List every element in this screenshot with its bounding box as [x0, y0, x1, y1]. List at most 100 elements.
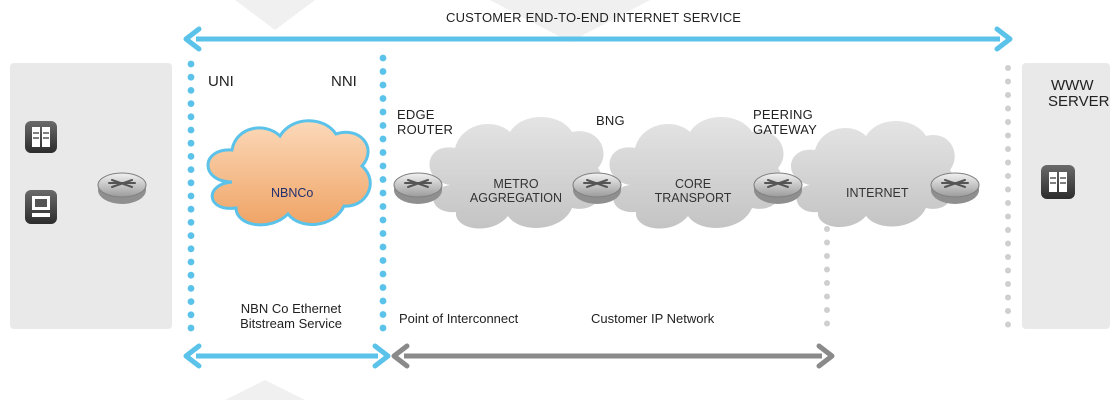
- boundary-dot: [379, 284, 387, 291]
- edge-router-label-line2: ROUTER: [397, 121, 454, 137]
- boundary-dot: [824, 253, 830, 259]
- point-of-interconnect-label: Point of Interconnect: [399, 311, 519, 326]
- edge-router-label: EDGE ROUTER: [397, 107, 454, 138]
- watermark-shape: [225, 380, 305, 400]
- server-boundary-dots: [1005, 65, 1011, 328]
- boundary-dot: [379, 108, 387, 116]
- watermark-shape: [235, 0, 315, 30]
- boundary-dot: [187, 139, 195, 147]
- boundary-dot: [379, 203, 387, 210]
- bitstream-service-label-line2: Bitstream Service: [240, 315, 342, 331]
- customer-router-icon: [97, 172, 147, 204]
- boundary-dot: [187, 60, 195, 68]
- end-to-end-arrow: [183, 26, 1013, 52]
- boundary-dot: [379, 135, 387, 143]
- www-server-label-line1: WWW: [1051, 77, 1094, 94]
- boundary-dot: [187, 271, 195, 279]
- customer-server-icon: [25, 121, 57, 153]
- www-server-label-line2: SERVER: [1048, 92, 1110, 110]
- boundary-dot: [187, 258, 195, 266]
- www-server-label: WWW SERVER: [1048, 78, 1109, 110]
- boundary-dot: [187, 179, 195, 187]
- boundary-dot: [187, 192, 195, 200]
- boundary-dot: [824, 226, 830, 232]
- boundary-dot: [379, 189, 387, 197]
- boundary-dot: [379, 54, 387, 62]
- boundary-dot: [1005, 281, 1011, 287]
- boundary-dot: [1005, 240, 1011, 247]
- boundary-dot: [187, 113, 195, 121]
- nni-boundary-dots: [379, 54, 387, 332]
- boundary-dot: [824, 307, 830, 313]
- core-transport-cloud: [609, 117, 784, 229]
- edge-router-label-line1: EDGE: [397, 107, 435, 122]
- boundary-dot: [824, 280, 830, 286]
- boundary-dot: [379, 149, 387, 156]
- boundary-dot: [379, 270, 387, 278]
- boundary-dot: [1005, 186, 1011, 193]
- boundary-dot: [187, 232, 195, 240]
- boundary-dot: [1005, 254, 1011, 260]
- edge-router-icon: [393, 172, 443, 204]
- peering-gateway-label-line1: PEERING: [753, 107, 813, 122]
- bng-label: BNG: [596, 113, 625, 128]
- boundary-dot: [379, 216, 387, 224]
- boundary-dot: [187, 73, 195, 81]
- boundary-dot: [187, 100, 195, 107]
- boundary-dot: [187, 166, 195, 174]
- boundary-dot: [1005, 105, 1011, 112]
- core-transport-label: CORE TRANSPORT: [648, 177, 738, 206]
- boundary-dot: [379, 257, 387, 264]
- boundary-dot: [1005, 200, 1011, 206]
- boundary-dot: [187, 153, 195, 160]
- boundary-dot: [187, 87, 195, 94]
- boundary-dot: [1005, 308, 1011, 314]
- boundary-dot: [1005, 65, 1011, 71]
- peering-gateway-router-icon: [753, 172, 803, 204]
- metro-aggregation-label-line1: METRO: [493, 177, 539, 191]
- peering-gateway-label-line2: GATEWAY: [753, 121, 817, 137]
- customer-ip-network-arrow: [391, 343, 835, 369]
- watermark-shape: [490, 0, 650, 42]
- boundary-dot: [1005, 132, 1011, 139]
- boundary-dot: [1005, 78, 1011, 85]
- bitstream-service-label: NBN Co Ethernet Bitstream Service: [226, 301, 356, 332]
- boundary-dot: [1005, 173, 1011, 179]
- nbnco-cloud: [206, 119, 372, 227]
- boundary-dot: [187, 298, 195, 305]
- internet-cloud-label: INTERNET: [846, 186, 909, 200]
- uni-label: UNI: [208, 73, 234, 90]
- computer-icon: [25, 190, 57, 224]
- boundary-dot: [379, 243, 387, 251]
- boundary-dot: [379, 176, 387, 183]
- core-transport-label-line1: CORE: [674, 177, 712, 191]
- customer-ip-network-label: Customer IP Network: [591, 311, 715, 326]
- boundary-dot: [379, 311, 387, 318]
- metro-aggregation-label-line2: AGGREGATION: [469, 191, 563, 206]
- boundary-dot: [824, 293, 830, 300]
- boundary-dot: [187, 311, 195, 319]
- peering-gateway-label: PEERING GATEWAY: [753, 107, 817, 138]
- www-server-icon: [1041, 165, 1075, 199]
- internet-router-icon: [930, 172, 980, 204]
- metro-aggregation-cloud: [429, 117, 604, 229]
- boundary-dot: [379, 297, 387, 305]
- boundary-dot: [379, 162, 387, 170]
- boundary-dot: [187, 245, 195, 253]
- boundary-dot: [379, 68, 387, 75]
- boundary-dot: [379, 122, 387, 129]
- service-title: CUSTOMER END-TO-END INTERNET SERVICE: [446, 10, 742, 25]
- uni-boundary-dots: [187, 60, 195, 332]
- boundary-dot: [187, 205, 195, 213]
- boundary-dot: [1005, 213, 1011, 220]
- boundary-dot: [379, 95, 387, 102]
- bng-router-icon: [572, 172, 622, 204]
- core-transport-label-line2: TRANSPORT: [654, 191, 732, 206]
- boundary-dot: [824, 239, 830, 246]
- boundary-dot: [824, 266, 830, 273]
- bitstream-service-label-line1: NBN Co Ethernet: [240, 301, 342, 316]
- boundary-dot: [187, 285, 195, 292]
- boundary-dot: [824, 320, 830, 327]
- boundary-dot: [1005, 92, 1011, 98]
- metro-aggregation-label: METRO AGGREGATION: [466, 177, 566, 206]
